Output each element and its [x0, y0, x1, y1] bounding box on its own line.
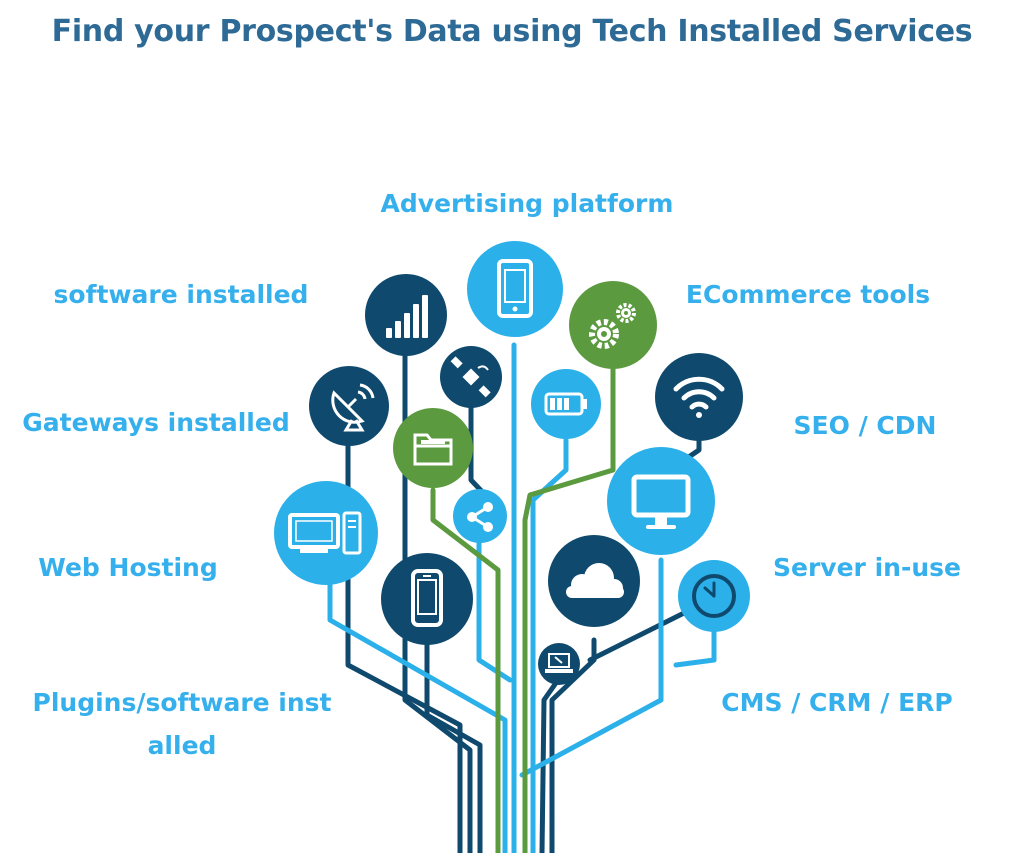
node-signal-bars [365, 274, 447, 356]
label-gateways-installed: Gateways installed [22, 408, 290, 437]
signal-bars-icon [386, 295, 428, 338]
node-laptop [538, 643, 580, 685]
monitor-icon [631, 474, 691, 529]
battery-icon [544, 392, 587, 416]
label-advertising-platform: Advertising platform [380, 189, 674, 218]
node-share [453, 489, 507, 543]
node-desktop-computer [274, 481, 378, 585]
branch-clock [673, 625, 717, 668]
node-satellite-dish [309, 366, 389, 446]
node-clock [678, 560, 750, 632]
tree-nodes [274, 241, 750, 685]
mobile-phone-icon [411, 569, 443, 627]
branch-desktop [327, 577, 508, 853]
label-seo-cdn: SEO / CDN [793, 411, 937, 440]
branch-clock-link [587, 607, 693, 663]
label-server-in-use: Server in-use [773, 553, 961, 582]
node-folder [393, 408, 473, 488]
node-wifi [655, 353, 743, 441]
cloud-icon [566, 563, 624, 598]
label-cms-crm-erp: CMS / CRM / ERP [721, 688, 953, 717]
label-software-installed: software installed [53, 280, 309, 309]
label-plugins-line2: alled [147, 731, 217, 760]
page-title: Find your Prospect's Data using Tech Ins… [51, 14, 973, 49]
branch-laptop [539, 677, 561, 853]
satellite-dish-icon [331, 383, 375, 432]
label-ecommerce-tools: ECommerce tools [685, 280, 931, 309]
folder-icon [413, 433, 453, 466]
branch-monitor [519, 557, 664, 778]
laptop-icon [545, 653, 573, 673]
branch-battery [530, 437, 569, 853]
branch-share [476, 539, 513, 683]
gears-icon [589, 303, 636, 349]
smartphone-icon [497, 259, 533, 318]
branch-mobile [424, 642, 483, 853]
clock-icon [692, 574, 736, 618]
satellite-icon [450, 356, 491, 398]
node-battery [531, 369, 601, 439]
branch-satellite [468, 405, 493, 503]
node-cloud [548, 535, 640, 627]
share-icon [467, 502, 493, 532]
branch-cloud [549, 637, 597, 853]
wifi-icon [673, 376, 725, 418]
branch-signal [402, 342, 473, 853]
label-web-hosting: Web Hosting [38, 553, 218, 582]
node-monitor [607, 447, 715, 555]
node-mobile-phone [381, 553, 473, 645]
node-satellite [440, 346, 502, 408]
desktop-computer-icon [288, 511, 362, 555]
node-smartphone [467, 241, 563, 337]
label-plugins-line1: Plugins/software inst [32, 688, 332, 717]
branch-folder [430, 487, 501, 853]
node-gears [569, 281, 657, 369]
branch-gears [522, 365, 616, 853]
